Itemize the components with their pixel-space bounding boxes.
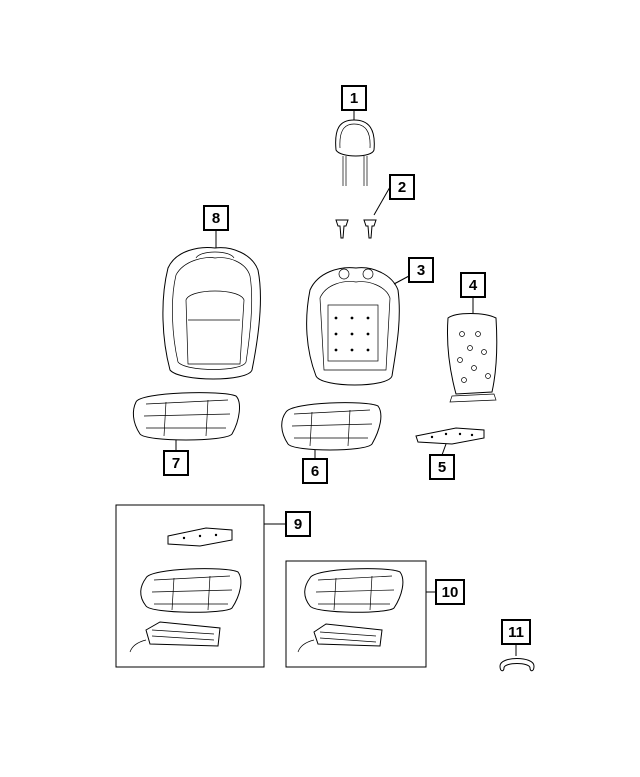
callout-8[interactable]: 8 xyxy=(203,205,229,231)
callout-1-label: 1 xyxy=(350,90,358,107)
group-9-frame xyxy=(115,504,265,668)
callout-2-label: 2 xyxy=(398,179,406,196)
callout-7-label: 7 xyxy=(172,455,180,472)
callout-5[interactable]: 5 xyxy=(429,454,455,480)
callout-10[interactable]: 10 xyxy=(435,579,465,605)
callout-6-label: 6 xyxy=(311,463,319,480)
callout-11[interactable]: 11 xyxy=(501,619,531,645)
group-9-heater-mat xyxy=(129,621,221,653)
group-10-cushion xyxy=(304,568,404,613)
clip-ring-part xyxy=(499,658,535,672)
callout-6[interactable]: 6 xyxy=(302,458,328,484)
seat-cushion-pad-part xyxy=(281,402,382,451)
callout-1[interactable]: 1 xyxy=(341,85,367,111)
seat-cushion-heater-part xyxy=(415,427,485,445)
callout-5-label: 5 xyxy=(438,459,446,476)
callout-9-label: 9 xyxy=(294,516,302,533)
callout-4-label: 4 xyxy=(469,277,478,294)
callout-11-label: 11 xyxy=(508,624,524,641)
callout-8-label: 8 xyxy=(212,210,220,227)
seat-cushion-cover-part xyxy=(132,392,240,441)
group-10-frame xyxy=(285,560,427,668)
callout-7[interactable]: 7 xyxy=(163,450,189,476)
group-10-heater-mat xyxy=(297,623,383,653)
callout-3-label: 3 xyxy=(417,262,425,279)
callout-3[interactable]: 3 xyxy=(408,257,434,283)
group-9-cushion xyxy=(140,568,242,613)
callout-4[interactable]: 4 xyxy=(460,272,486,298)
seat-back-heater-part xyxy=(447,313,498,403)
seat-back-cover-part xyxy=(162,247,261,380)
callout-9[interactable]: 9 xyxy=(285,511,311,537)
headrest-part xyxy=(335,119,375,186)
callout-10-label: 10 xyxy=(442,584,459,601)
group-9-heater-top xyxy=(167,527,233,547)
callout-2[interactable]: 2 xyxy=(389,174,415,200)
seat-back-pad-part xyxy=(306,267,400,386)
headrest-guides-part xyxy=(335,219,377,239)
